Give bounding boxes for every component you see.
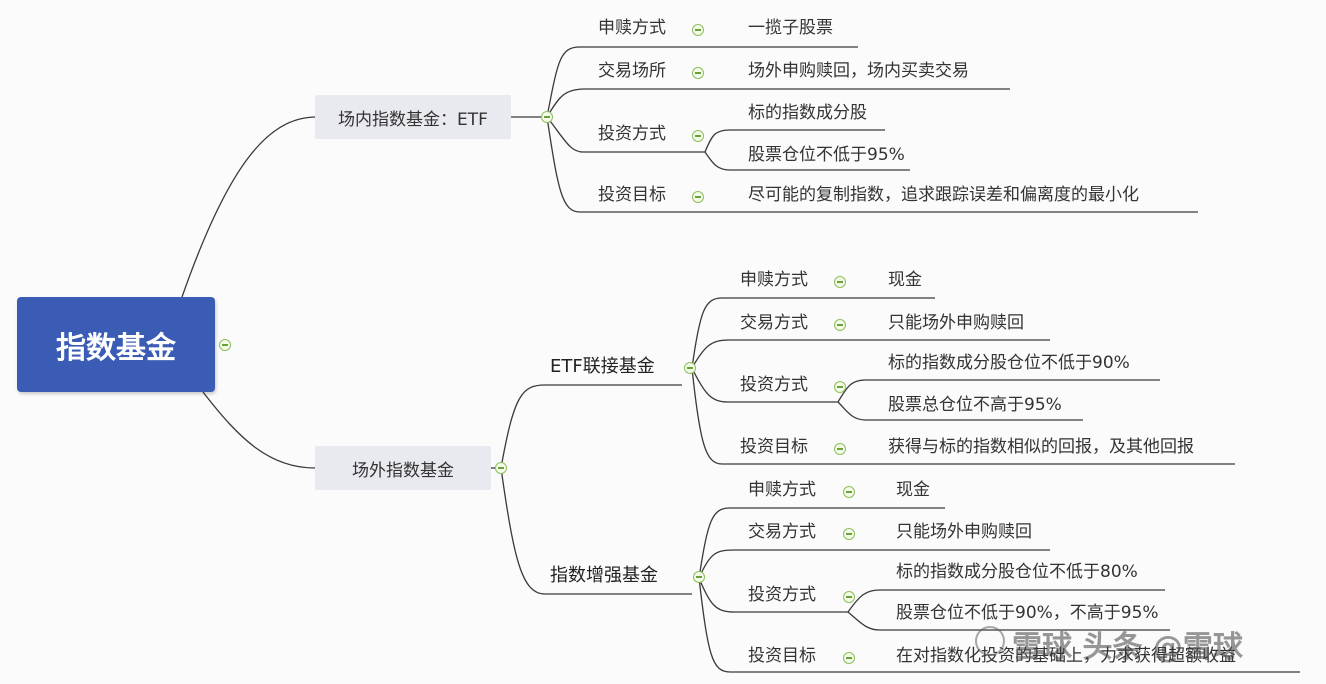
link-offsite-link <box>500 384 682 469</box>
enhanced-item-label: 投资方式 <box>748 585 816 605</box>
link-e-1 <box>698 507 945 579</box>
etf-item-label: 申赎方式 <box>598 18 666 38</box>
link-e-3 <box>698 577 848 613</box>
link-etf-3 <box>546 116 705 153</box>
link-l-3a <box>837 379 1160 403</box>
enhanced-item-label: 投资目标 <box>748 646 816 666</box>
offsite-node[interactable]: 场外指数基金 <box>315 446 491 490</box>
link-l-2 <box>691 339 1050 369</box>
etf-item-value: 标的指数成分股 <box>748 103 867 123</box>
collapse-icon[interactable] <box>541 111 553 123</box>
enhanced-fund-node[interactable]: 指数增强基金 <box>550 565 658 586</box>
etf-item-value: 尽可能的复制指数，追求跟踪误差和偏离度的最小化 <box>748 185 1139 205</box>
link-item-value: 只能场外申购赎回 <box>888 313 1024 333</box>
etf-item-value: 股票仓位不低于95% <box>748 145 905 165</box>
link-item-value: 获得与标的指数相似的回报，及其他回报 <box>888 437 1194 457</box>
etf-item-value: 场外申购赎回，场内买卖交易 <box>748 61 969 81</box>
etf-item-label: 投资方式 <box>598 124 666 144</box>
link-etf-4 <box>546 116 1198 213</box>
link-e-3b <box>847 611 1170 631</box>
collapse-icon[interactable] <box>843 652 855 664</box>
etf-item-label: 交易场所 <box>598 61 666 81</box>
link-l-4 <box>691 367 1235 465</box>
link-etf-1 <box>546 46 858 118</box>
collapse-icon[interactable] <box>692 67 704 79</box>
enhanced-item-label: 交易方式 <box>748 522 816 542</box>
link-e-4 <box>698 577 1300 673</box>
collapse-icon[interactable] <box>834 276 846 288</box>
collapse-icon[interactable] <box>843 591 855 603</box>
collapse-icon[interactable] <box>684 362 696 374</box>
collapse-icon[interactable] <box>693 571 705 583</box>
enhanced-item-value: 股票仓位不低于90%，不高于95% <box>896 603 1159 623</box>
link-e-3a <box>847 589 1165 613</box>
watermark-logo-icon <box>975 626 1005 656</box>
link-root-offsite <box>202 391 316 469</box>
link-offsite-enh <box>500 467 692 595</box>
link-etf-3b <box>704 151 910 171</box>
enhanced-item-label: 申赎方式 <box>748 480 816 500</box>
link-l-3 <box>691 367 838 403</box>
link-item-value: 标的指数成分股仓位不低于90% <box>888 353 1130 373</box>
link-root-etf <box>181 116 316 298</box>
enhanced-item-value: 标的指数成分股仓位不低于80% <box>896 562 1138 582</box>
collapse-icon[interactable] <box>834 443 846 455</box>
collapse-icon[interactable] <box>843 528 855 540</box>
link-item-label: 投资目标 <box>740 437 808 457</box>
link-etf-3a <box>704 129 885 153</box>
collapse-icon[interactable] <box>843 486 855 498</box>
link-fund-node[interactable]: ETF联接基金 <box>550 356 655 377</box>
link-item-label: 投资方式 <box>740 375 808 395</box>
collapse-icon[interactable] <box>834 381 846 393</box>
collapse-icon[interactable] <box>692 24 704 36</box>
link-l-3b <box>837 401 1083 421</box>
collapse-icon[interactable] <box>219 339 231 351</box>
collapse-icon[interactable] <box>495 462 507 474</box>
etf-node[interactable]: 场内指数基金：ETF <box>315 95 511 139</box>
collapse-icon[interactable] <box>692 191 704 203</box>
link-etf-2 <box>546 88 1010 118</box>
link-item-value: 股票总仓位不高于95% <box>888 395 1062 415</box>
etf-item-label: 投资目标 <box>598 185 666 205</box>
collapse-icon[interactable] <box>692 130 704 142</box>
link-item-label: 申赎方式 <box>740 270 808 290</box>
collapse-icon[interactable] <box>834 319 846 331</box>
enhanced-item-value: 只能场外申购赎回 <box>896 522 1032 542</box>
enhanced-item-value: 现金 <box>896 480 930 500</box>
link-item-value: 现金 <box>888 270 922 290</box>
watermark: 雪球 头条 @雪球 <box>1012 630 1243 665</box>
link-item-label: 交易方式 <box>740 313 808 333</box>
link-l-1 <box>691 297 935 369</box>
etf-item-value: 一揽子股票 <box>748 18 833 38</box>
root-node[interactable]: 指数基金 <box>17 297 215 392</box>
